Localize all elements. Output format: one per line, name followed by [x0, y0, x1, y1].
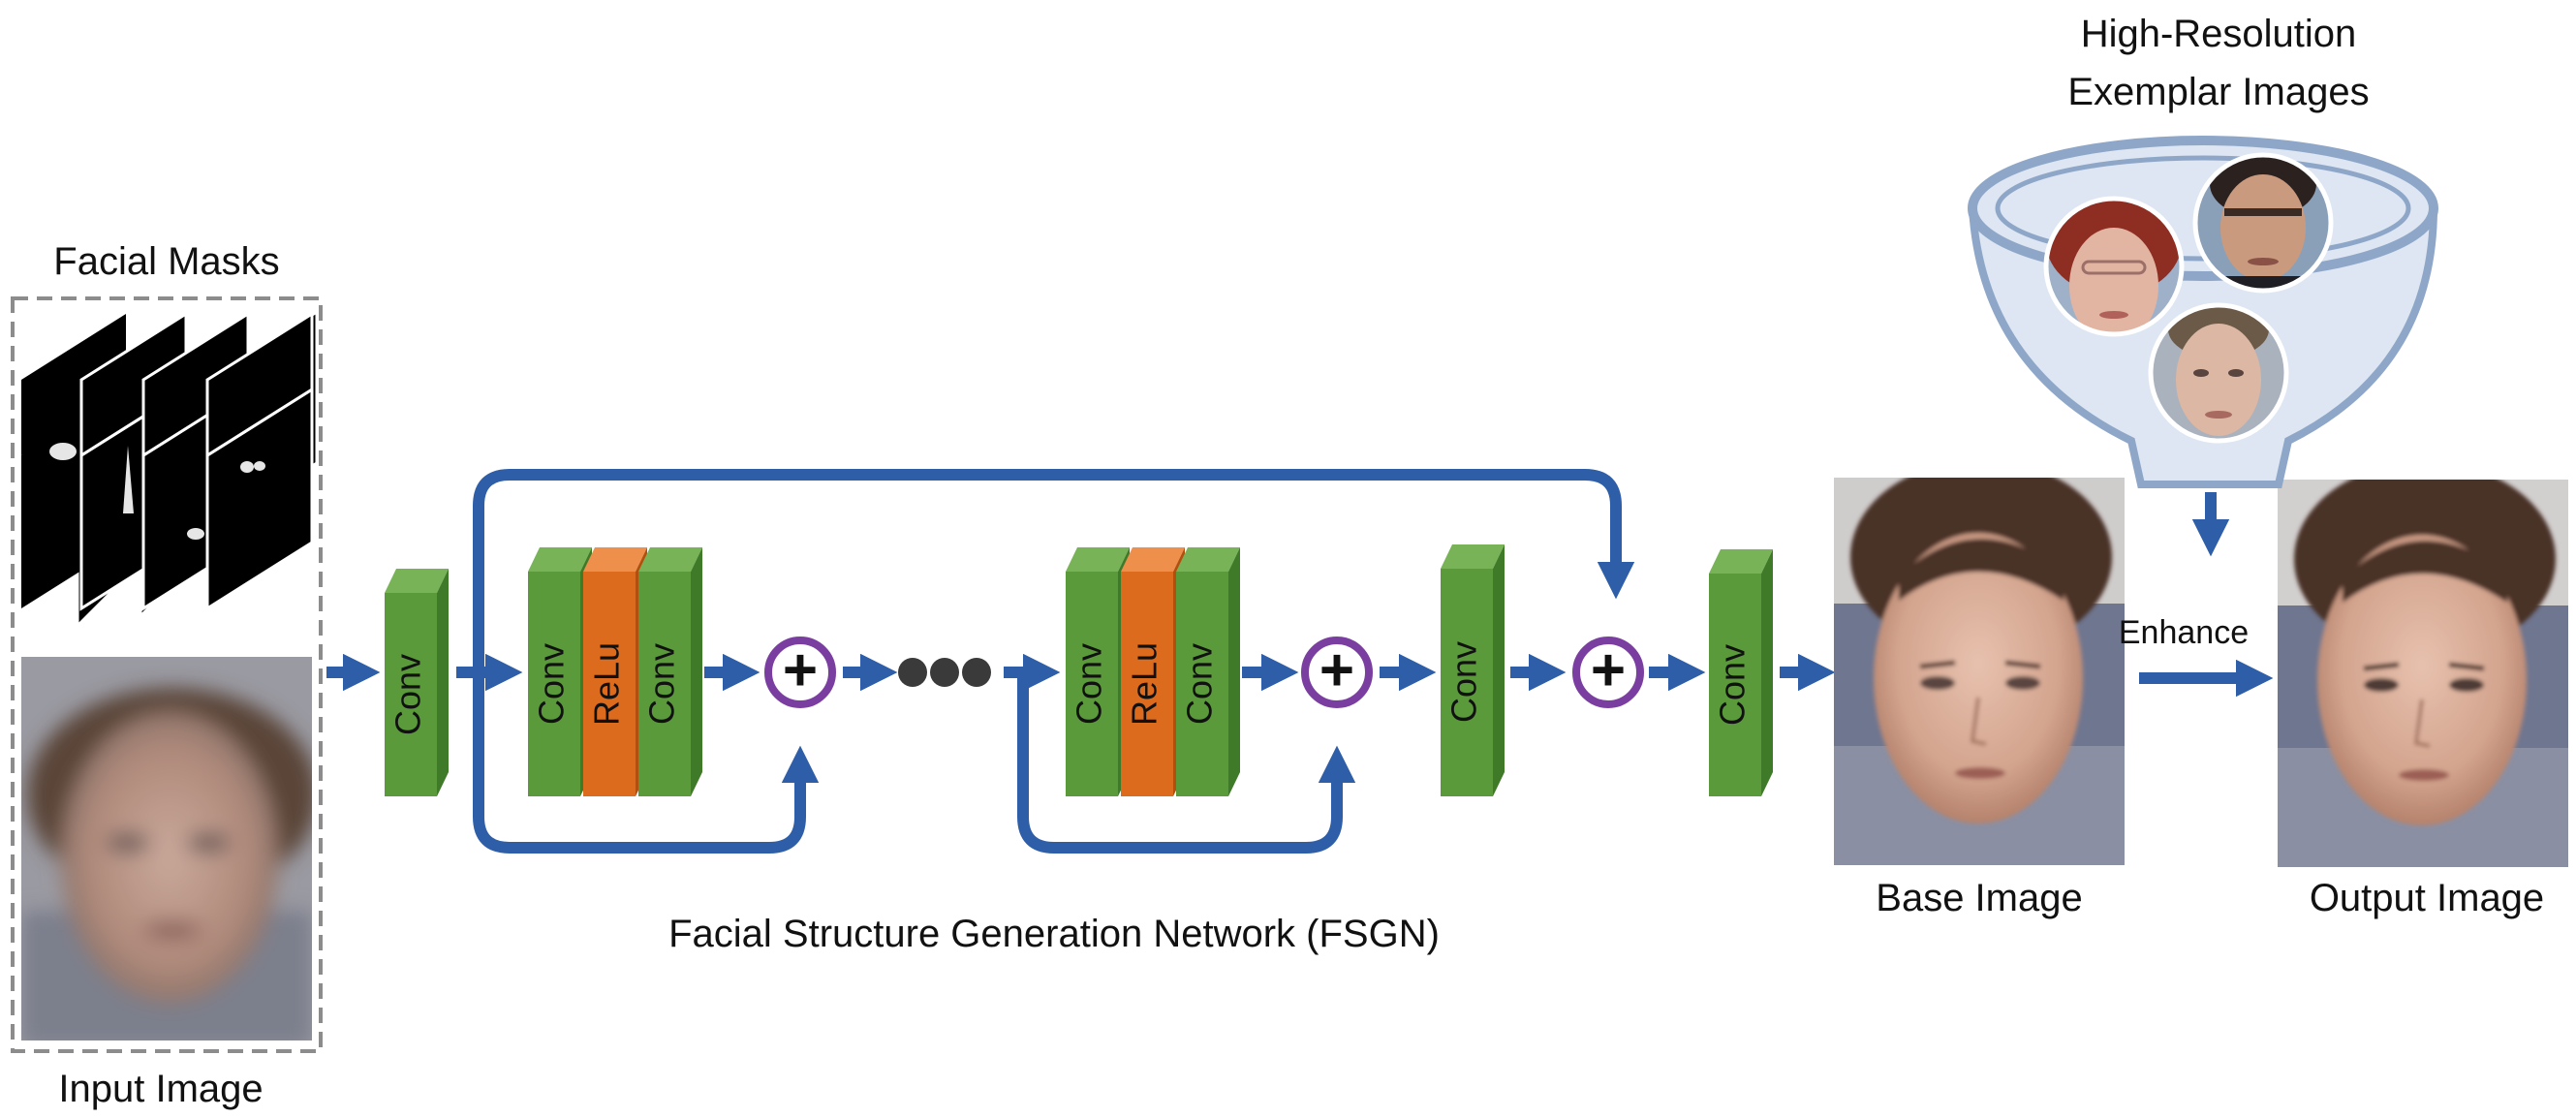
- facial-masks-label: Facial Masks: [53, 240, 279, 283]
- skip-connection-block2: [1017, 672, 1356, 854]
- exemplar-title-line2: Exemplar Images: [2067, 71, 2369, 113]
- facial-masks-stack: [19, 309, 319, 630]
- base-image-label: Base Image: [1876, 877, 2082, 919]
- skip-connection-block1: [473, 672, 820, 854]
- conv-block-3: Conv: [1709, 549, 1773, 796]
- svg-text:+: +: [1319, 637, 1354, 703]
- output-image-label: Output Image: [2310, 877, 2544, 919]
- fsgn-label: Facial Structure Generation Network (FSG…: [668, 913, 1440, 955]
- input-dashed-box: [11, 296, 323, 1053]
- exemplar-title-line1: High-Resolution: [2081, 13, 2357, 55]
- exemplar-face-3: [2151, 305, 2286, 441]
- circled-plus-icon: +: [1301, 637, 1373, 708]
- ellipsis-dots-icon: [898, 658, 991, 687]
- base-image: [1834, 478, 2125, 865]
- input-image-label: Input Image: [58, 1068, 263, 1110]
- svg-text:+: +: [1591, 637, 1626, 703]
- residual-block-2: Conv ReLu Conv: [1066, 547, 1240, 796]
- enhance-label: Enhance: [2119, 614, 2249, 651]
- residual-block-1-conv-a-label: Conv: [532, 643, 572, 725]
- residual-block-1: Conv ReLu Conv: [528, 547, 702, 796]
- input-image: [21, 657, 312, 1040]
- residual-block-1-conv-b-label: Conv: [642, 643, 682, 725]
- flow-arrows: [326, 469, 2274, 854]
- conv-block-1-label: Conv: [388, 654, 428, 735]
- conv-block-2-label: Conv: [1444, 641, 1484, 723]
- conv-block-2: Conv: [1441, 544, 1505, 796]
- residual-block-2-conv-b-label: Conv: [1180, 643, 1220, 725]
- circled-plus-icon: +: [764, 637, 836, 708]
- residual-block-2-relu-label: ReLu: [1125, 642, 1164, 726]
- conv-block-1: Conv: [385, 569, 449, 796]
- svg-text:+: +: [783, 637, 818, 703]
- skip-connection-long: [473, 469, 1635, 672]
- exemplar-face-2: [2195, 155, 2331, 291]
- exemplar-face-1: [2046, 199, 2182, 334]
- residual-block-1-relu-label: ReLu: [587, 642, 627, 726]
- circled-plus-icon: +: [1572, 637, 1644, 708]
- conv-block-3-label: Conv: [1713, 644, 1753, 726]
- residual-block-2-conv-a-label: Conv: [1070, 643, 1109, 725]
- output-image: [2278, 480, 2568, 867]
